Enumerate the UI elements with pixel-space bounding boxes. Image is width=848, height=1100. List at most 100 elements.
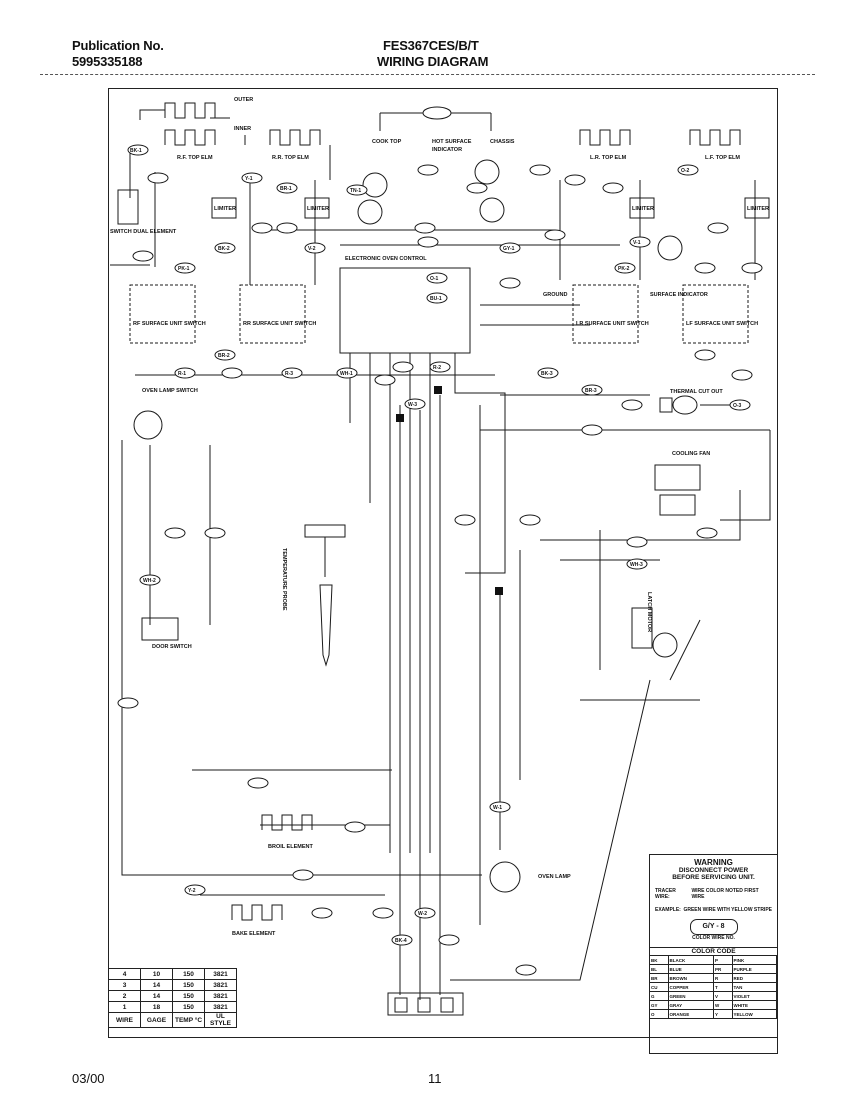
table-cell: 150 — [172, 979, 205, 991]
table-cell: GRAY — [668, 1000, 715, 1010]
door-switch-label: DOOR SWITCH — [152, 644, 192, 650]
wire-tag: BK-2 — [218, 246, 230, 252]
table-cell: PINK — [732, 956, 778, 965]
wire-tag: Y-1 — [245, 176, 253, 182]
table-cell: 10 — [140, 968, 173, 980]
wire-tag: PK-2 — [618, 266, 630, 272]
table-cell: GREEN — [668, 991, 715, 1001]
table-cell: 3821 — [204, 1001, 237, 1013]
latch-motor-label: LATCH MOTOR — [646, 592, 652, 632]
color-code-title: COLOR CODE — [650, 947, 777, 956]
table-cell: PURPLE — [732, 964, 778, 974]
table-cell: VIOLET — [732, 991, 778, 1001]
rr-top-label: R.R. TOP ELM — [272, 155, 309, 161]
wire-tag: BK-3 — [541, 371, 553, 377]
cook-top-label: COOK TOP — [372, 139, 402, 145]
cooling-fan-label: COOLING FAN — [672, 451, 710, 457]
table-cell: 3821 — [204, 979, 237, 991]
table-cell: 18 — [140, 1001, 173, 1013]
wire-tag: Y-2 — [188, 888, 196, 894]
header-divider — [40, 74, 815, 75]
chassis-label: CHASSIS — [490, 139, 515, 145]
page-number: 11 — [428, 1071, 442, 1086]
table-cell: 150 — [172, 968, 205, 980]
tracer-row: TRACER WIRE: WIRE COLOR NOTED FIRST WIRE — [650, 888, 777, 900]
footer-date: 03/00 — [72, 1071, 105, 1086]
switch-dual-label: SWITCH DUAL ELEMENT — [110, 229, 177, 235]
thermal-cut-label: THERMAL CUT OUT — [670, 389, 723, 395]
lf-top-label: L.F. TOP ELM — [705, 155, 740, 161]
limiter-rf-label: LIMITER — [214, 206, 236, 212]
broil-label: BROIL ELEMENT — [268, 844, 313, 850]
table-cell: GY — [650, 1000, 669, 1010]
table-cell: 1 — [108, 1001, 141, 1013]
table-cell: 150 — [172, 990, 205, 1002]
wire-tag: BK-1 — [130, 148, 142, 154]
example-code: G/Y - 8 — [689, 919, 738, 935]
table-cell: 150 — [172, 1001, 205, 1013]
wire-tag: BR-2 — [218, 353, 230, 359]
inner-label: INNER — [234, 126, 251, 132]
table-header: WIRE — [108, 1012, 141, 1028]
wire-tag: WH-2 — [143, 578, 156, 584]
limiter-lr-label: LIMITER — [632, 206, 654, 212]
publication-number: 5995335188 — [72, 54, 143, 69]
example-text: GREEN WIRE WITH YELLOW STRIPE — [683, 907, 772, 913]
outer-label: OUTER — [234, 97, 253, 103]
rf-switch-label: RF SURFACE UNIT SWITCH — [133, 321, 206, 327]
table-row: 4 10 150 3821 — [108, 968, 237, 980]
table-cell: R — [713, 973, 733, 983]
table-cell: 14 — [140, 990, 173, 1002]
wire-tag: V-2 — [308, 246, 316, 252]
oven-control-label: ELECTRONIC OVEN CONTROL — [345, 256, 427, 262]
publication-label: Publication No. — [72, 38, 164, 53]
table-cell: RED — [732, 973, 778, 983]
wire-tag: W-3 — [408, 402, 417, 408]
table-cell: 3821 — [204, 968, 237, 980]
table-cell: BLUE — [668, 964, 715, 974]
lr-top-label: L.R. TOP ELM — [590, 155, 627, 161]
table-row: 3 14 150 3821 — [108, 979, 237, 991]
table-cell: CU — [650, 982, 669, 992]
table-header: UL STYLE — [204, 1012, 237, 1028]
wire-tag: R-3 — [285, 371, 293, 377]
table-row: 1 18 150 3821 — [108, 1001, 237, 1013]
table-cell: BLACK — [668, 956, 715, 965]
table-header: TEMP °C — [172, 1012, 205, 1028]
wire-tag: BR-3 — [585, 388, 597, 394]
table-cell: COPPER — [668, 982, 715, 992]
wire-gage-table: 4 10 150 3821 3 14 150 3821 2 14 150 382… — [108, 968, 237, 1028]
warning-panel: WARNING DISCONNECT POWER BEFORE SERVICIN… — [649, 854, 778, 1054]
table-header: GAGE — [140, 1012, 173, 1028]
table-cell: O — [650, 1009, 669, 1019]
table-cell: ORANGE — [668, 1009, 715, 1019]
table-cell: G — [650, 991, 669, 1001]
warning-line2: BEFORE SERVICING UNIT. — [672, 874, 755, 881]
hot-surface-label: HOT SURFACE — [432, 139, 472, 145]
table-cell: Y — [713, 1009, 733, 1019]
table-cell: TAN — [732, 982, 778, 992]
page-title: WIRING DIAGRAM — [377, 54, 489, 69]
table-cell: BROWN — [668, 973, 715, 983]
table-cell: PR — [713, 964, 733, 974]
oven-lamp-switch-label: OVEN LAMP SWITCH — [142, 388, 198, 394]
limiter-lf-label: LIMITER — [747, 206, 769, 212]
temp-probe-label: TEMPERATURE PROBE — [281, 548, 287, 611]
wire-tag: W-1 — [493, 805, 502, 811]
table-cell: T — [713, 982, 733, 992]
table-cell: 2 — [108, 990, 141, 1002]
tracer-label: TRACER WIRE: — [655, 888, 676, 900]
model-number: FES367CES/B/T — [383, 38, 479, 53]
ground-label: GROUND — [543, 292, 567, 298]
oven-lamp-label: OVEN LAMP — [538, 874, 571, 880]
wire-tag: W-2 — [418, 911, 427, 917]
table-cell: BR — [650, 973, 669, 983]
wire-tag: O-1 — [430, 276, 439, 282]
table-cell: 3 — [108, 979, 141, 991]
